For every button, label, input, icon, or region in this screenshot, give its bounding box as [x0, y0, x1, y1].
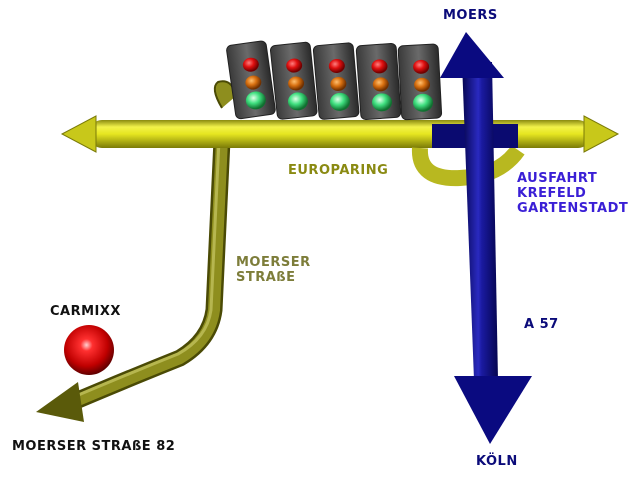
carmixx-location-marker[interactable] [64, 325, 114, 375]
label-exit-line3: GARTENSTADT [517, 200, 629, 216]
label-moerser-line1: MOERSER [236, 255, 311, 270]
traffic-lights [226, 40, 443, 121]
arrow-head-east [583, 115, 620, 153]
arrow-head-west [60, 115, 97, 153]
label-exit: AUSFAHRT KREFELD GARTENSTADT [517, 171, 629, 217]
traffic-light [312, 42, 360, 120]
traffic-light [355, 43, 402, 120]
label-moers: MOERS [443, 8, 498, 23]
traffic-light [269, 41, 318, 120]
label-address: MOERSER STRAßE 82 [12, 439, 176, 454]
label-moerser-strasse: MOERSER STRAßE [236, 255, 311, 286]
label-exit-line1: AUSFAHRT [517, 171, 598, 186]
label-carmixx: CARMIXX [50, 304, 121, 319]
label-exit-line2: KREFELD [517, 185, 587, 201]
a57-highway [432, 32, 532, 444]
label-moerser-line2: STRAßE [236, 269, 296, 285]
arrow-head-north [440, 32, 504, 78]
traffic-light [397, 43, 443, 121]
moerser-strasse-road [36, 80, 237, 422]
traffic-light [226, 40, 276, 120]
arrow-head-south [454, 376, 532, 444]
label-a57: A 57 [524, 317, 559, 332]
label-koeln: KÖLN [476, 454, 518, 469]
arrow-head-southwest [36, 382, 84, 422]
label-europaring: EUROPARING [288, 163, 389, 178]
